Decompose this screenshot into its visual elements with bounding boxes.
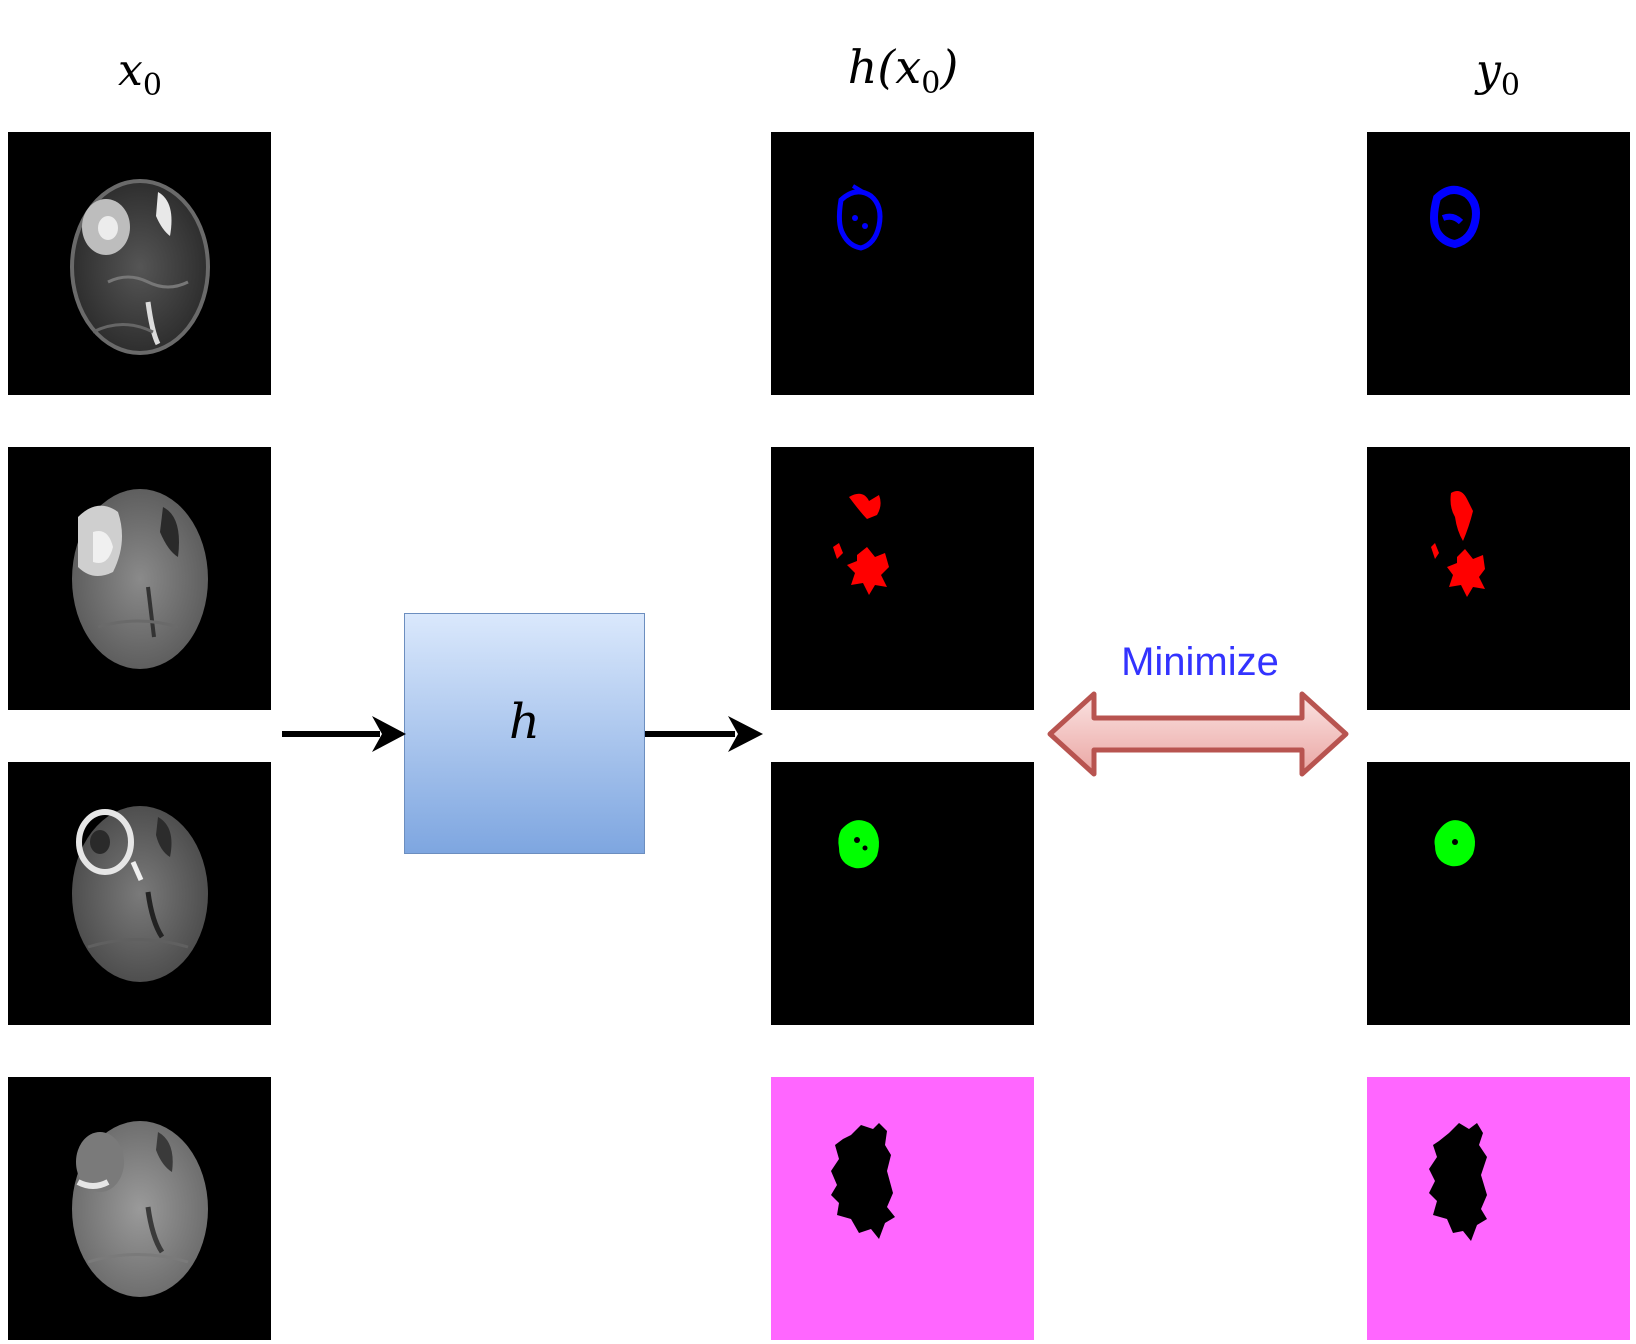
target-column-title: y0 (1476, 45, 1520, 103)
mri-slice-t1 (8, 1077, 271, 1340)
mri-slice-t2 (8, 132, 271, 395)
target-mask-blue (1367, 132, 1630, 395)
prediction-mask-green (771, 762, 1034, 1025)
model-box: h (404, 613, 645, 854)
target-mask-green (1367, 762, 1630, 1025)
prediction-mask-red (771, 447, 1034, 710)
target-mask-red (1367, 447, 1630, 710)
model-to-output-arrow (645, 716, 763, 752)
minimize-double-arrow (1047, 691, 1349, 777)
prediction-mask-blue (771, 132, 1034, 395)
minimize-label: Minimize (1121, 640, 1279, 684)
input-column-title: x0 (118, 45, 162, 103)
target-mask-background (1367, 1077, 1630, 1340)
prediction-mask-background (771, 1077, 1034, 1340)
model-box-label: h (509, 694, 540, 750)
input-to-model-arrow (282, 716, 406, 752)
mri-slice-flair (8, 447, 271, 710)
prediction-column-title: h(x0) (847, 40, 959, 102)
mri-slice-t1ce (8, 762, 271, 1025)
